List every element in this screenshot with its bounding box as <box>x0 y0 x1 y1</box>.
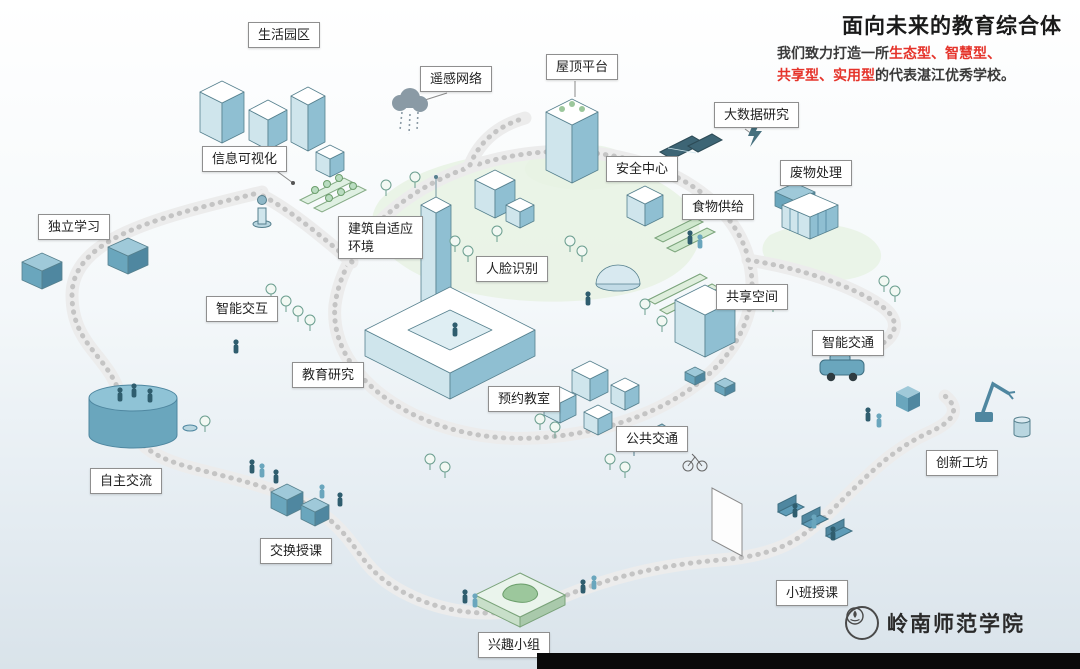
school-logo-icon <box>845 606 879 640</box>
label-face-recognition: 人脸识别 <box>476 256 549 282</box>
label-independent-learning: 独立学习 <box>38 214 111 240</box>
subtitle-prefix: 我们致力打造一所 <box>777 45 889 61</box>
school-brand: 岭南师范学院 <box>845 606 1025 640</box>
label-innovation-workshop: 创新工坊 <box>926 450 999 476</box>
car-icon <box>819 353 865 382</box>
page-title: 面向未来的教育综合体 <box>842 15 1062 38</box>
courtyard-building <box>364 286 536 400</box>
robot-statue-icon <box>252 195 272 228</box>
bicycle-icon <box>682 453 708 472</box>
presentation-board <box>711 487 743 557</box>
solar-panel-icon <box>658 122 762 160</box>
green-wall-planters <box>298 174 368 213</box>
rain-cloud-icon <box>392 88 428 135</box>
label-waste-treatment: 废物处理 <box>780 160 853 186</box>
subtitle-highlight-2: 共享型、实用型 <box>777 67 875 83</box>
material-cylinder <box>1013 416 1031 438</box>
label-building-adaptive-line1: 建筑自适应 <box>348 221 414 236</box>
label-security-center: 安全中心 <box>606 156 679 182</box>
waste-containers <box>774 182 839 240</box>
small-class-area <box>711 487 854 557</box>
label-building-adaptive: 建筑自适应 环境 <box>338 216 424 260</box>
label-education-research: 教育研究 <box>292 362 365 388</box>
footer-bar <box>537 653 1080 669</box>
label-rooftop-platform: 屋顶平台 <box>546 54 619 80</box>
label-remote-sensing: 遥感网络 <box>420 66 493 92</box>
dome-building <box>595 264 641 292</box>
label-small-class-teaching: 小班授课 <box>776 580 849 606</box>
classroom-boxes <box>543 360 640 436</box>
label-food-supply: 食物供给 <box>682 194 755 220</box>
label-reserved-classroom: 预约教室 <box>488 386 561 412</box>
label-smart-transportation: 智能交通 <box>812 330 885 356</box>
label-info-visualization: 信息可视化 <box>202 146 288 172</box>
lightning-bolt-icon <box>748 122 762 147</box>
school-name: 岭南师范学院 <box>887 613 1025 636</box>
label-shared-space: 共享空间 <box>716 284 789 310</box>
label-public-transportation: 公共交通 <box>616 426 689 452</box>
subtitle: 我们致力打造一所生态型、智慧型、 共享型、实用型的代表湛江优秀学校。 <box>777 42 1067 86</box>
label-building-adaptive-line2: 环境 <box>348 238 375 254</box>
robot-arm-icon <box>896 381 1031 438</box>
security-center-building <box>626 185 664 227</box>
label-smart-interaction: 智能交互 <box>206 296 279 322</box>
living-area-buildings <box>199 80 345 178</box>
interest-group-platform <box>473 572 567 628</box>
rooftop-platform-building <box>545 98 599 184</box>
study-desks <box>21 237 149 290</box>
round-plaza-tank <box>88 384 198 449</box>
exchange-teaching-crates <box>270 483 330 527</box>
subtitle-suffix: 的代表湛江优秀学校。 <box>875 67 1015 83</box>
label-self-communication: 自主交流 <box>90 468 163 494</box>
dotted-paths <box>65 111 960 620</box>
subtitle-highlight-1: 生态型、智慧型、 <box>889 45 1001 61</box>
label-exchange-teaching: 交换授课 <box>260 538 333 564</box>
label-living-area: 生活园区 <box>248 22 321 48</box>
label-big-data-research: 大数据研究 <box>714 102 800 128</box>
